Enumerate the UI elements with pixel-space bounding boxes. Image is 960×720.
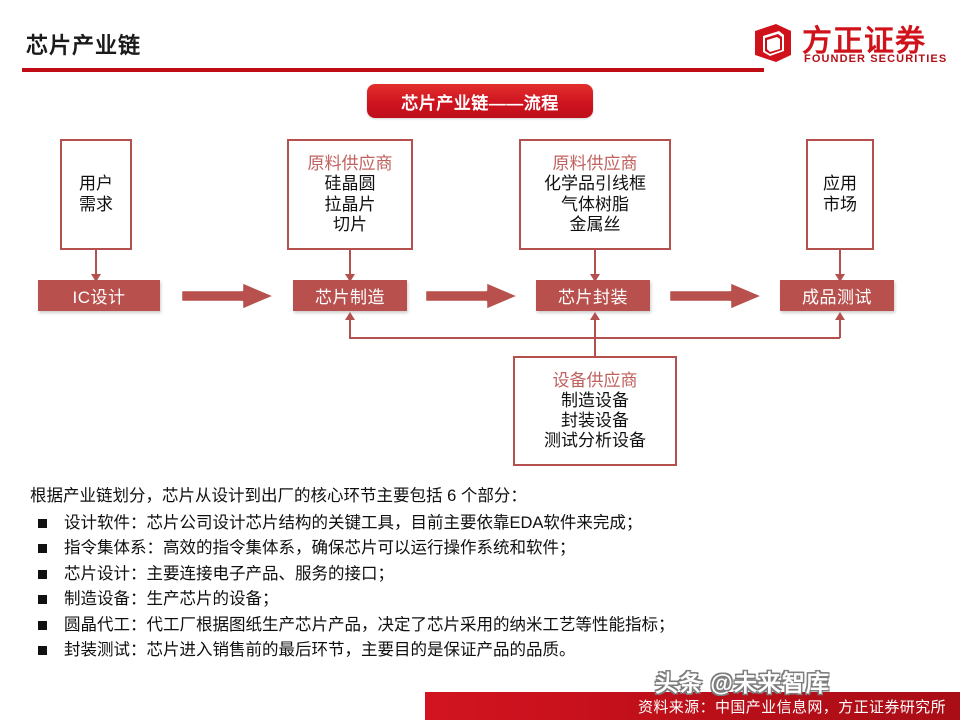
bullet-square-icon <box>38 544 47 553</box>
list-item: 芯片设计：主要连接电子产品、服务的接口； <box>30 562 930 588</box>
connector-line <box>349 250 351 276</box>
watermark-text: 头条 @未来智库 <box>655 670 830 696</box>
logo-hexagon-icon <box>755 24 791 62</box>
bullet-square-icon <box>38 569 47 579</box>
diagram-process-final-testing: 成品测试 <box>780 280 894 311</box>
connector-arrowhead-down <box>835 274 845 282</box>
box-line: 硅晶圆 <box>324 174 376 194</box>
box-line: 气体树脂 <box>561 194 629 214</box>
block-arrow-icon <box>668 281 764 311</box>
box-line: 用户 <box>79 174 113 194</box>
connector-line <box>349 320 351 338</box>
connector-arrowhead-down <box>590 274 600 282</box>
box-line: 拉晶片 <box>324 194 376 214</box>
logo-chinese-name: 方正证券 <box>802 25 926 58</box>
block-arrow-icon <box>424 281 520 311</box>
list-item: 封装测试：芯片进入销售前的最后环节，主要目的是保证产品的品质。 <box>30 638 930 664</box>
diagram-box-user-demand: 用户 需求 <box>60 139 132 250</box>
bullet-square-icon <box>38 646 47 655</box>
connector-arrowhead-up <box>835 312 845 320</box>
diagram-process-ic-design: IC设计 <box>38 280 160 311</box>
logo-english-name: FOUNDER SECURITIES <box>804 53 948 65</box>
bullet-square-icon <box>38 595 47 604</box>
box-heading: 原料供应商 <box>307 154 393 174</box>
source-text: 资料来源：中国产业信息网，方正证券研究所 <box>637 699 946 716</box>
block-arrow-icon <box>180 281 276 311</box>
list-item-text: 指令集体系：高效的指令集体系，确保芯片可以运行操作系统和软件； <box>64 539 576 557</box>
connector-arrowhead-up <box>345 312 355 320</box>
diagram-box-application-market: 应用 市场 <box>806 139 874 250</box>
connector-line <box>594 337 596 359</box>
header-divider <box>22 68 764 72</box>
connector-line <box>839 250 841 276</box>
connector-arrowhead-down <box>345 274 355 282</box>
diagram-process-chip-manufacturing: 芯片制造 <box>293 280 407 311</box>
connector-line <box>594 320 596 338</box>
box-heading: 设备供应商 <box>552 370 638 390</box>
connector-line <box>839 320 841 338</box>
box-line: 金属丝 <box>569 214 621 234</box>
list-item-text: 圆晶代工：代工厂根据图纸生产芯片产品，决定了芯片采用的纳米工艺等性能指标； <box>64 615 675 634</box>
diagram-box-equipment-supplier: 设备供应商 制造设备 封装设备 测试分析设备 <box>513 356 677 466</box>
footer-bar <box>425 692 960 720</box>
box-heading: 原料供应商 <box>552 154 638 174</box>
box-line: 切片 <box>333 214 367 234</box>
list-item-text: 设计软件：芯片公司设计芯片结构的关键工具，目前主要依靠EDA软件来完成； <box>64 513 643 532</box>
list-item: 制造设备：生产芯片的设备； <box>30 587 930 613</box>
box-line: 化学品引线框 <box>544 174 646 194</box>
box-line: 测试分析设备 <box>544 431 646 451</box>
diagram-box-material-supplier-chemicals: 原料供应商 化学品引线框 气体树脂 金属丝 <box>519 139 671 250</box>
bullet-square-icon <box>38 518 47 528</box>
box-line: 制造设备 <box>561 390 629 410</box>
box-line: 应用 <box>823 174 857 194</box>
intro-paragraph: 根据产业链划分，芯片从设计到出厂的核心环节主要包括 6 个部分： <box>30 487 527 505</box>
connector-arrowhead-up <box>590 312 600 320</box>
box-line: 封装设备 <box>561 411 629 430</box>
page-title: 芯片产业链 <box>26 33 142 58</box>
body-text-block: 根据产业链划分，芯片从设计到出厂的核心环节主要包括 6 个部分： 设计软件：芯片… <box>30 484 930 664</box>
section-banner: 芯片产业链——流程 <box>367 84 593 118</box>
list-item: 设计软件：芯片公司设计芯片结构的关键工具，目前主要依靠EDA软件来完成； <box>30 511 930 537</box>
diagram-process-chip-packaging: 芯片封装 <box>536 280 650 311</box>
connector-line <box>594 250 596 276</box>
founder-securities-logo: 方正证券 FOUNDER SECURITIES <box>752 20 946 68</box>
connector-arrowhead-down <box>91 274 101 282</box>
connector-line <box>95 250 97 276</box>
box-line: 市场 <box>823 194 857 214</box>
bullet-square-icon <box>38 620 47 630</box>
box-line: 需求 <box>79 194 113 214</box>
list-item-text: 制造设备：生产芯片的设备； <box>64 590 279 608</box>
list-item: 圆晶代工：代工厂根据图纸生产芯片产品，决定了芯片采用的纳米工艺等性能指标； <box>30 613 930 639</box>
process-flow-diagram: 用户 需求 原料供应商 硅晶圆 拉晶片 切片 原料供应商 化学品引线框 气体树脂… <box>38 139 894 466</box>
bullet-list: 设计软件：芯片公司设计芯片结构的关键工具，目前主要依靠EDA软件来完成； 指令集… <box>30 511 930 664</box>
list-item-text: 封装测试：芯片进入销售前的最后环节，主要目的是保证产品的品质。 <box>64 641 576 659</box>
diagram-box-material-supplier-wafer: 原料供应商 硅晶圆 拉晶片 切片 <box>287 139 413 250</box>
list-item: 指令集体系：高效的指令集体系，确保芯片可以运行操作系统和软件； <box>30 536 930 562</box>
list-item-text: 芯片设计：主要连接电子产品、服务的接口； <box>64 564 394 583</box>
